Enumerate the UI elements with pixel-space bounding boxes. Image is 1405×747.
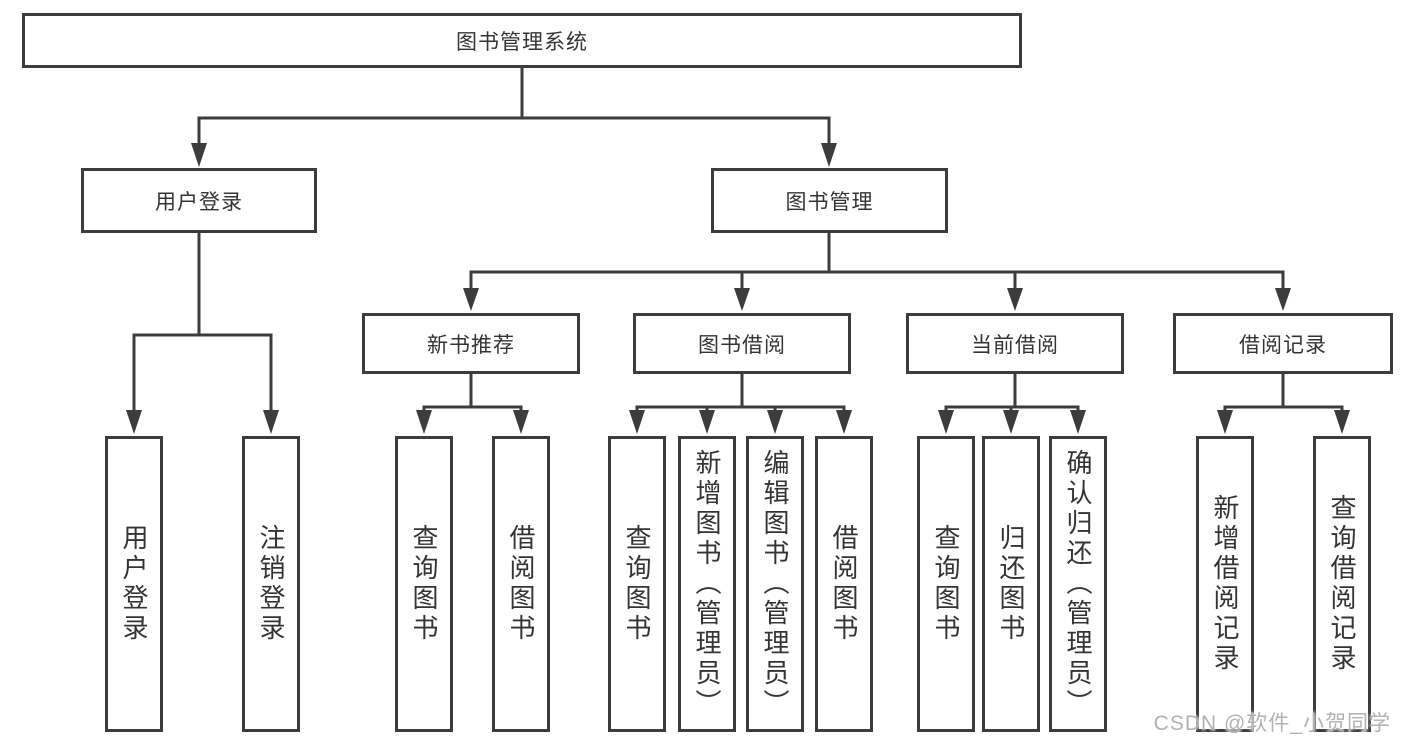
node-book-management: 图书管理 [711, 168, 948, 233]
connector-book-borrow-to-leaves [629, 374, 852, 434]
node-library-system-label: 图书管理系统 [456, 30, 588, 54]
leaf-borrow-add-books-admin: 新增图书（管理员） [678, 436, 736, 732]
node-book-management-label: 图书管理 [785, 190, 874, 214]
node-new-book-recommend: 新书推荐 [362, 313, 580, 374]
leaf-current-return-books-label: 归还图书 [996, 524, 1026, 644]
connector-root-to-level2 [191, 68, 837, 167]
node-book-borrow: 图书借阅 [633, 313, 851, 374]
leaf-borrow-borrow-books-label: 借阅图书 [829, 524, 859, 644]
leaf-logout: 注销登录 [242, 436, 300, 732]
leaf-current-query-books: 查询图书 [917, 436, 975, 732]
leaf-borrow-edit-books-admin-label: 编辑图书（管理员） [760, 449, 790, 719]
node-book-borrow-label: 图书借阅 [698, 333, 786, 357]
node-current-borrow: 当前借阅 [906, 313, 1124, 374]
watermark: CSDN @软件_小贺同学 [1153, 712, 1391, 735]
leaf-current-query-books-label: 查询图书 [931, 524, 961, 644]
leaf-user-login: 用户登录 [105, 436, 163, 732]
node-library-system: 图书管理系统 [22, 13, 1022, 68]
leaf-newbook-query-books: 查询图书 [395, 436, 453, 732]
connector-user-login-to-leaves [126, 233, 279, 434]
node-user-login: 用户登录 [81, 168, 317, 233]
leaf-borrow-query-books: 查询图书 [608, 436, 666, 732]
leaf-borrow-query-books-label: 查询图书 [622, 524, 652, 644]
node-borrow-records: 借阅记录 [1173, 313, 1393, 374]
leaf-current-return-books: 归还图书 [982, 436, 1040, 732]
leaf-current-confirm-return-admin: 确认归还（管理员） [1049, 436, 1107, 732]
connector-book-mgmt-to-level3 [463, 233, 1291, 311]
leaf-user-login-label: 用户登录 [119, 524, 149, 644]
leaf-records-add-record: 新增借阅记录 [1196, 436, 1254, 732]
leaf-borrow-edit-books-admin: 编辑图书（管理员） [746, 436, 804, 732]
connector-borrow-records-to-leaves [1217, 374, 1350, 434]
leaf-newbook-query-books-label: 查询图书 [409, 524, 439, 644]
node-borrow-records-label: 借阅记录 [1239, 333, 1327, 357]
leaf-borrow-borrow-books: 借阅图书 [815, 436, 873, 732]
connector-current-borrow-to-leaves [938, 374, 1086, 434]
node-current-borrow-label: 当前借阅 [971, 333, 1059, 357]
node-new-book-recommend-label: 新书推荐 [427, 333, 515, 357]
leaf-records-add-record-label: 新增借阅记录 [1210, 494, 1240, 674]
leaf-records-query-record: 查询借阅记录 [1313, 436, 1371, 732]
leaf-current-confirm-return-admin-label: 确认归还（管理员） [1063, 449, 1093, 719]
leaf-newbook-borrow-books-label: 借阅图书 [506, 524, 536, 644]
leaf-newbook-borrow-books: 借阅图书 [492, 436, 550, 732]
node-user-login-label: 用户登录 [155, 190, 243, 214]
leaf-logout-label: 注销登录 [256, 524, 286, 644]
leaf-borrow-add-books-admin-label: 新增图书（管理员） [692, 449, 722, 719]
connector-new-book-to-leaves [416, 374, 529, 434]
leaf-records-query-record-label: 查询借阅记录 [1327, 494, 1357, 674]
